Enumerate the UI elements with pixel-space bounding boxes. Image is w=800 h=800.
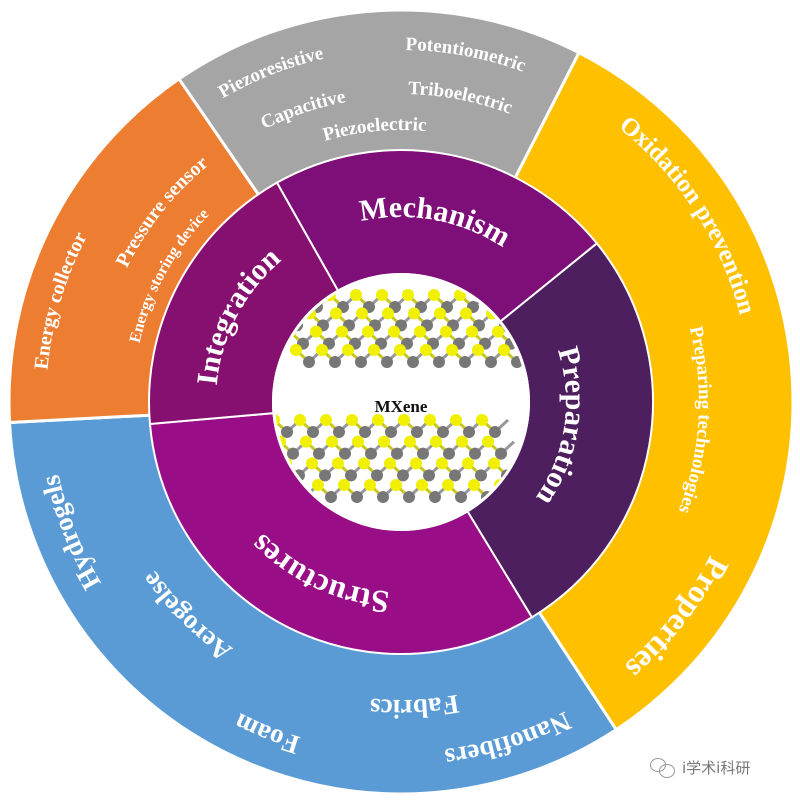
mxene-label: MXene <box>375 397 428 416</box>
label-fabrics: Fabrics <box>368 689 461 724</box>
wechat-icon <box>650 757 676 778</box>
watermark-text: i学术i科研 <box>682 759 751 777</box>
watermark: i学术i科研 <box>650 757 750 778</box>
